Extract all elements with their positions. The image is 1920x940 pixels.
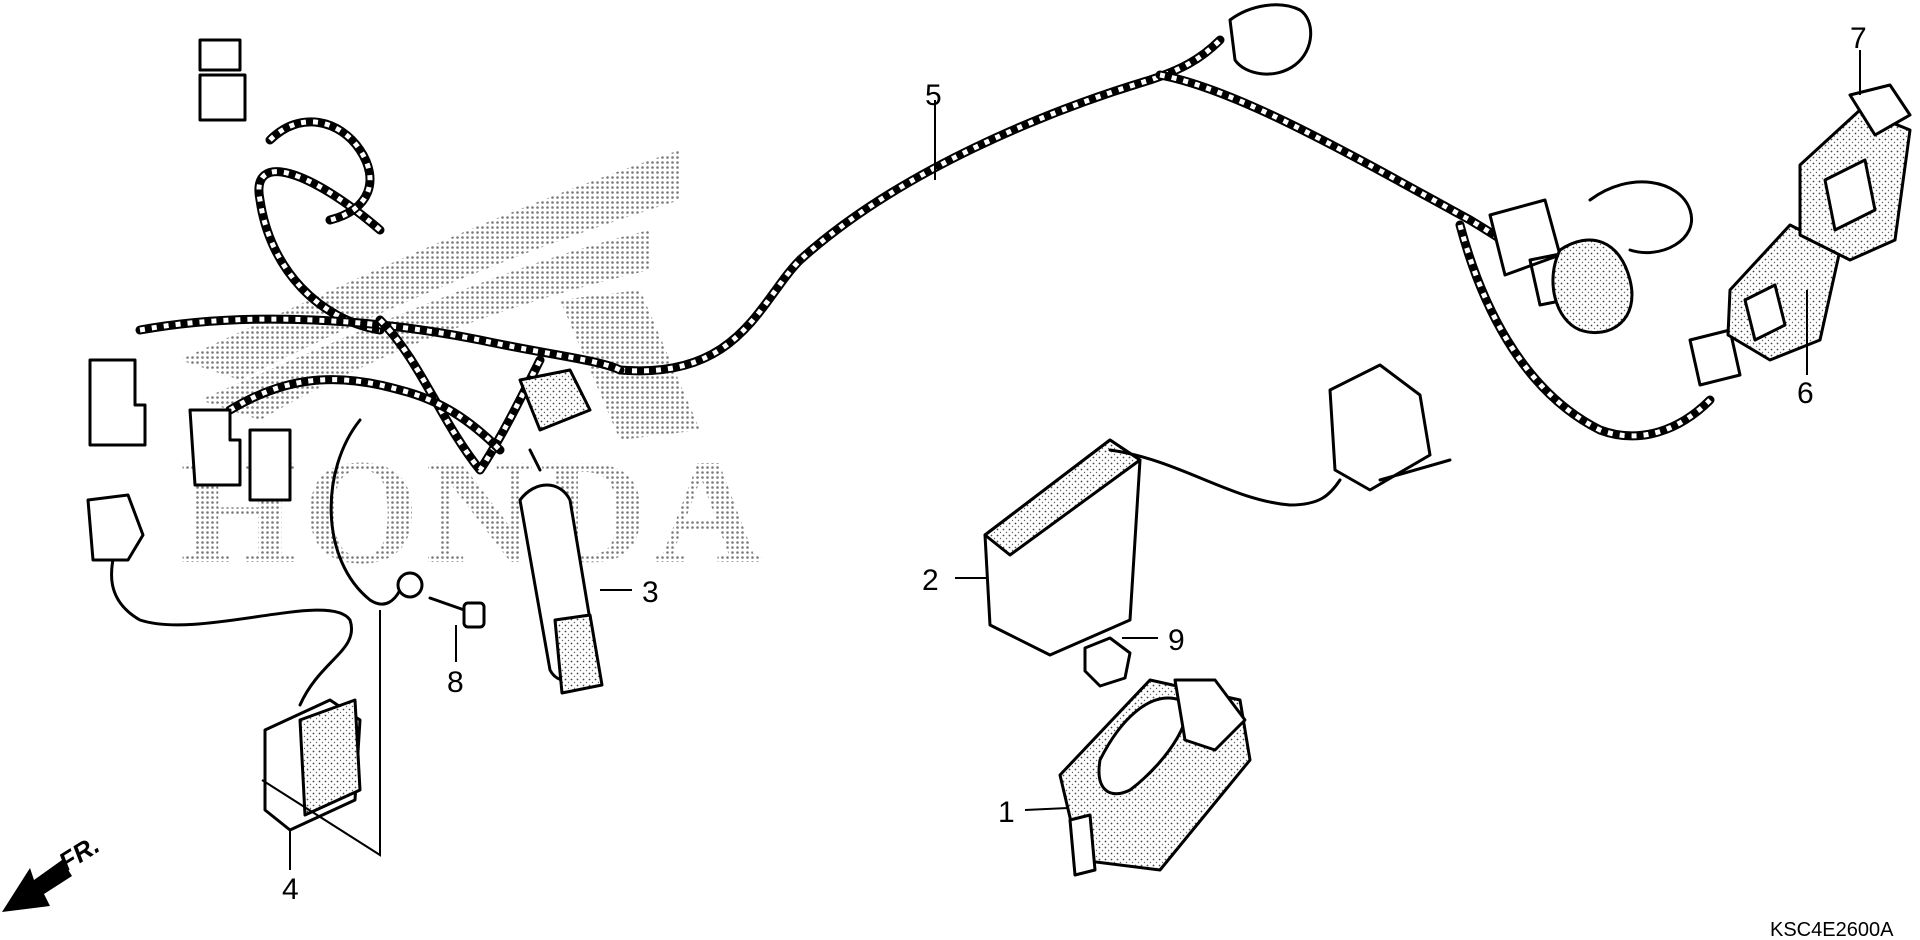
- callout-3: 3: [642, 576, 659, 609]
- callout-2: 2: [922, 564, 939, 597]
- callout-7: 7: [1850, 22, 1867, 55]
- leader-lines: [289, 50, 1861, 870]
- callout-6: 6: [1797, 377, 1814, 410]
- part-8-bolt: [396, 571, 486, 629]
- part-7-connector: [1798, 83, 1912, 262]
- front-direction-indicator: FR.: [2, 829, 105, 912]
- part-9-clip: [1083, 636, 1132, 688]
- part-5-main-wire-harness: [88, 3, 1742, 606]
- honda-watermark: HONDA: [180, 150, 762, 595]
- callout-4: 4: [282, 873, 299, 906]
- callout-1: 1: [998, 796, 1015, 829]
- drawing-code: KSC4E2600A: [1770, 919, 1894, 940]
- part-2-module: [983, 363, 1452, 657]
- front-arrow-icon: [2, 860, 72, 912]
- callout-8: 8: [447, 666, 464, 699]
- part-6-relay: [1726, 223, 1842, 362]
- part-1-control-unit: [1058, 678, 1252, 877]
- callout-9: 9: [1168, 624, 1185, 657]
- part-3-sensor: [518, 448, 604, 695]
- callout-5: 5: [925, 79, 942, 112]
- part-4-regulator: [86, 493, 381, 857]
